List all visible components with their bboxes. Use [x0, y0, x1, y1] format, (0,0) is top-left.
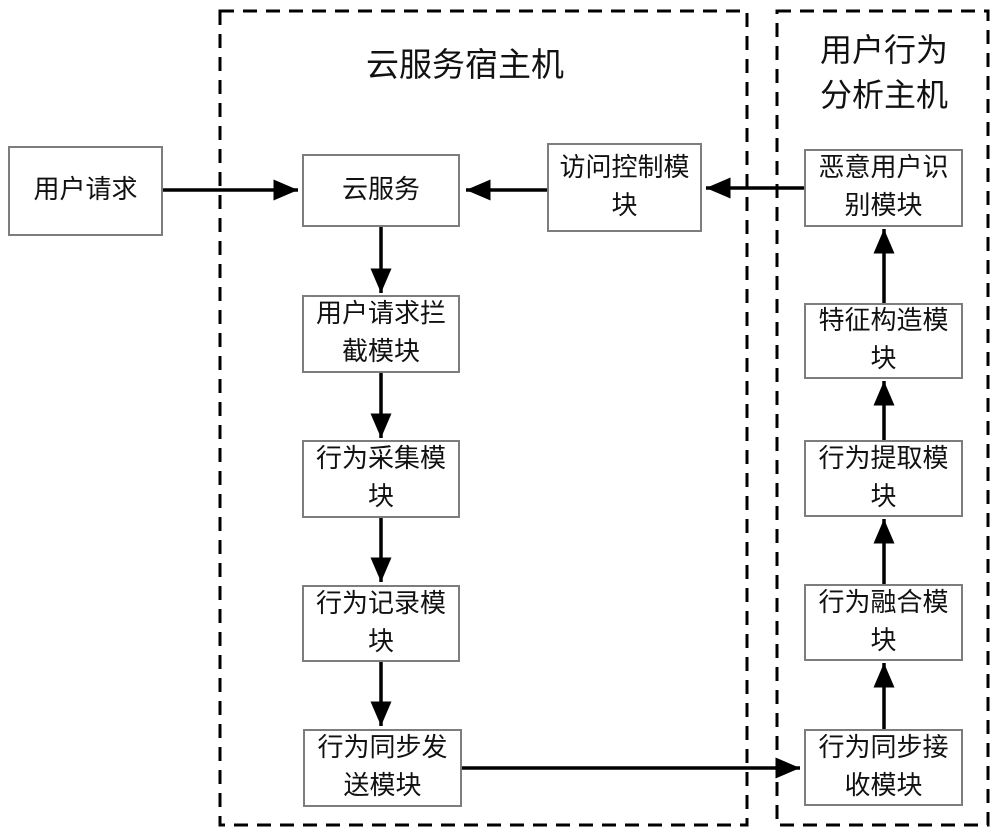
node-behavior-sync-receiving-module: 行为同步接收模块	[804, 729, 963, 806]
node-behavior-recording-module: 行为记录模块	[302, 585, 460, 662]
node-user-request-interception-module: 用户请求拦截模块	[302, 295, 460, 373]
node-behavior-collection-module: 行为采集模块	[302, 440, 460, 518]
analysis-host-container-title: 用户行为分析主机	[819, 31, 948, 114]
analysis-host-container-border	[775, 9, 990, 827]
node-cloud-service: 云服务	[302, 154, 460, 227]
node-feature-construction-module: 特征构造模块	[804, 303, 963, 379]
node-user-request: 用户请求	[8, 146, 163, 236]
node-behavior-sync-sending-module: 行为同步发送模块	[303, 729, 462, 807]
cloud-host-container-border	[218, 9, 749, 827]
node-malicious-user-identification-module: 恶意用户识别模块	[804, 149, 963, 227]
cloud-host-container-title: 云服务宿主机	[366, 45, 564, 84]
node-behavior-extraction-module: 行为提取模块	[804, 440, 963, 517]
node-access-control-module: 访问控制模块	[547, 143, 702, 232]
node-behavior-fusion-module: 行为融合模块	[804, 584, 963, 661]
